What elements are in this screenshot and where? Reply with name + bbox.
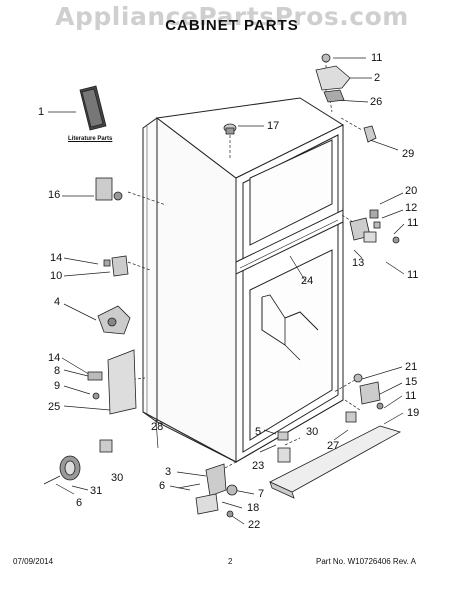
callout-17: 17 bbox=[267, 120, 280, 132]
callout-18: 18 bbox=[247, 502, 260, 514]
bracket-16 bbox=[95, 177, 113, 201]
callout-16: 16 bbox=[48, 189, 61, 201]
footer-date: 07/09/2014 bbox=[13, 557, 54, 566]
callout-1: 1 bbox=[38, 106, 45, 118]
callout-30: 30 bbox=[111, 472, 124, 484]
watermark: AppliancePartsPros.com bbox=[55, 2, 409, 31]
page-title: CABINET PARTS bbox=[165, 17, 299, 34]
callout-6: 6 bbox=[76, 497, 83, 509]
callout-11: 11 bbox=[371, 52, 383, 64]
callout-21: 21 bbox=[405, 361, 418, 373]
bottom-hinge bbox=[205, 463, 227, 497]
callout-5: 5 bbox=[255, 426, 262, 438]
callout-14: 14 bbox=[50, 252, 63, 264]
callout-15: 15 bbox=[405, 376, 418, 388]
callout-10: 10 bbox=[50, 270, 63, 282]
callout-4: 4 bbox=[54, 296, 61, 308]
callout-29: 29 bbox=[402, 148, 415, 160]
callout-27: 27 bbox=[327, 440, 340, 452]
callout-11: 11 bbox=[407, 217, 419, 229]
callout-31: 31 bbox=[90, 485, 103, 497]
top-hinge bbox=[315, 65, 351, 91]
bracket-25 bbox=[107, 349, 137, 415]
literature-parts-label: Literature Parts bbox=[68, 136, 113, 142]
callout-7: 7 bbox=[258, 488, 265, 500]
callout-20: 20 bbox=[405, 185, 418, 197]
callout-12: 12 bbox=[405, 202, 418, 214]
callout-25: 25 bbox=[48, 401, 61, 413]
callout-3: 3 bbox=[165, 466, 172, 478]
callout-26: 26 bbox=[370, 96, 383, 108]
callout-30: 30 bbox=[306, 426, 319, 438]
callout-28: 28 bbox=[151, 421, 164, 433]
callout-22: 22 bbox=[248, 519, 261, 531]
callout-11: 11 bbox=[407, 269, 419, 281]
callout-19: 19 bbox=[407, 407, 420, 419]
divider-mullion bbox=[235, 209, 344, 275]
callout-2: 2 bbox=[374, 72, 381, 84]
footer-part-number: Part No. W10726406 Rev. A bbox=[316, 557, 416, 566]
callout-6: 6 bbox=[159, 480, 166, 492]
callout-9: 9 bbox=[54, 380, 61, 392]
callout-24: 24 bbox=[301, 275, 314, 287]
callout-23: 23 bbox=[252, 460, 265, 472]
footer-page-number: 2 bbox=[228, 557, 233, 566]
callout-14: 14 bbox=[48, 352, 61, 364]
callout-13: 13 bbox=[352, 257, 365, 269]
callout-8: 8 bbox=[54, 365, 61, 377]
callout-11: 11 bbox=[405, 390, 417, 402]
